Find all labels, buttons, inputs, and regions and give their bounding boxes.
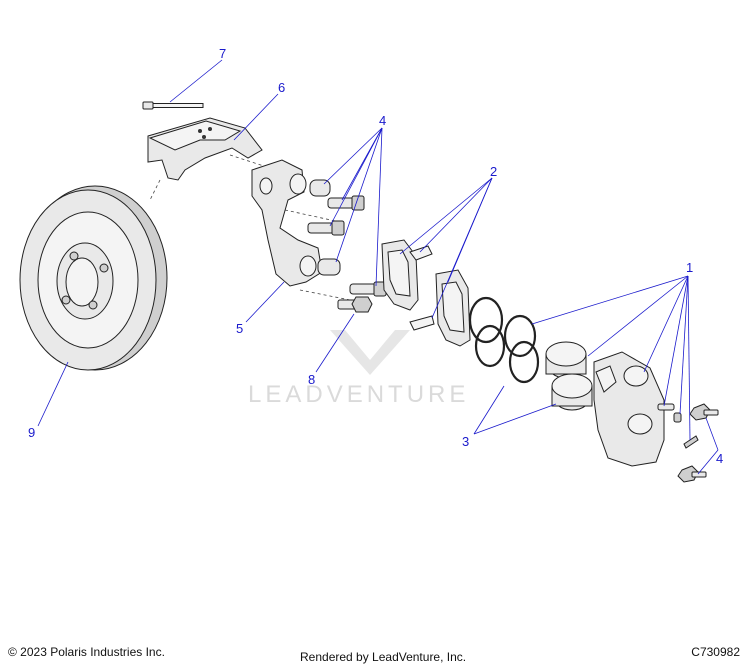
rendered-by-text: Rendered by LeadVenture, Inc. xyxy=(300,650,467,664)
copyright-text: © 2023 Polaris Industries Inc. xyxy=(8,645,165,659)
callout-7: 7 xyxy=(219,46,226,61)
callout-5: 5 xyxy=(236,321,243,336)
watermark-text: LEADVENTURE xyxy=(248,381,469,408)
assembly-lines xyxy=(149,154,351,301)
diagram-id: C730982 xyxy=(691,645,740,659)
brake-disc[interactable] xyxy=(19,185,168,371)
callout-1: 1 xyxy=(686,260,693,275)
caliper-bolts-part-4[interactable] xyxy=(677,403,719,483)
callout-3: 3 xyxy=(462,434,469,449)
caliper-assembly-part-1[interactable] xyxy=(545,341,699,467)
callout-labels: 7 6 4 2 1 5 8 3 4 9 xyxy=(28,46,723,466)
callout-8: 8 xyxy=(308,372,315,387)
leader-lines xyxy=(37,59,719,475)
callout-4-lower: 4 xyxy=(716,451,723,466)
bolt-part-8[interactable] xyxy=(337,296,373,313)
callout-9: 9 xyxy=(28,425,35,440)
callout-2: 2 xyxy=(490,164,497,179)
bracket-part-6[interactable] xyxy=(147,117,263,181)
leadventure-watermark: LEADVENTURE xyxy=(248,330,469,408)
bolt-part-7[interactable] xyxy=(142,101,204,110)
callout-6: 6 xyxy=(278,80,285,95)
caliper-seals-part-3[interactable] xyxy=(468,296,540,384)
callout-4-upper: 4 xyxy=(379,113,386,128)
pins-and-bushings-part-4[interactable] xyxy=(307,179,387,297)
